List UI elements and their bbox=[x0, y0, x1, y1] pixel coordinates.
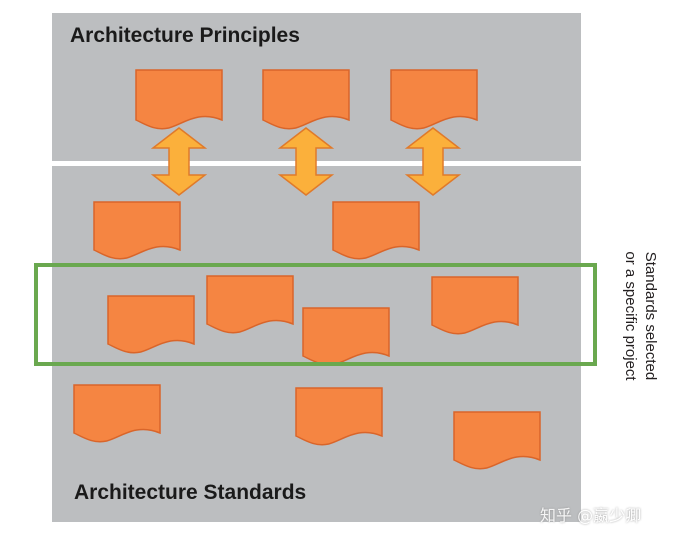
double-arrow-icon bbox=[150, 127, 208, 196]
document-shape bbox=[302, 307, 390, 366]
document-shape bbox=[453, 411, 541, 470]
document-shape bbox=[295, 387, 383, 446]
principles-title: Architecture Principles bbox=[70, 24, 300, 47]
selected-standards-box bbox=[34, 263, 597, 366]
bidirectional-arrows bbox=[150, 127, 462, 196]
side-label-line-2: or a specific project bbox=[622, 251, 639, 381]
document-shape bbox=[73, 384, 161, 443]
document-shape bbox=[390, 69, 478, 130]
document-shape bbox=[206, 275, 294, 334]
watermark-text: 知乎 @嬴少卿 bbox=[540, 506, 642, 525]
document-shape bbox=[107, 295, 195, 354]
document-shape bbox=[431, 276, 519, 335]
document-shape bbox=[332, 201, 420, 260]
document-shape bbox=[262, 69, 350, 130]
document-shape bbox=[93, 201, 181, 260]
document-shape bbox=[135, 69, 223, 130]
side-label-line-1: Standards selected bbox=[642, 251, 659, 381]
double-arrow-icon bbox=[277, 127, 335, 196]
standards-title: Architecture Standards bbox=[74, 481, 307, 504]
document-shapes bbox=[73, 69, 541, 470]
double-arrow-icon bbox=[404, 127, 462, 196]
side-label: Standards selected or a specific project bbox=[600, 236, 670, 396]
